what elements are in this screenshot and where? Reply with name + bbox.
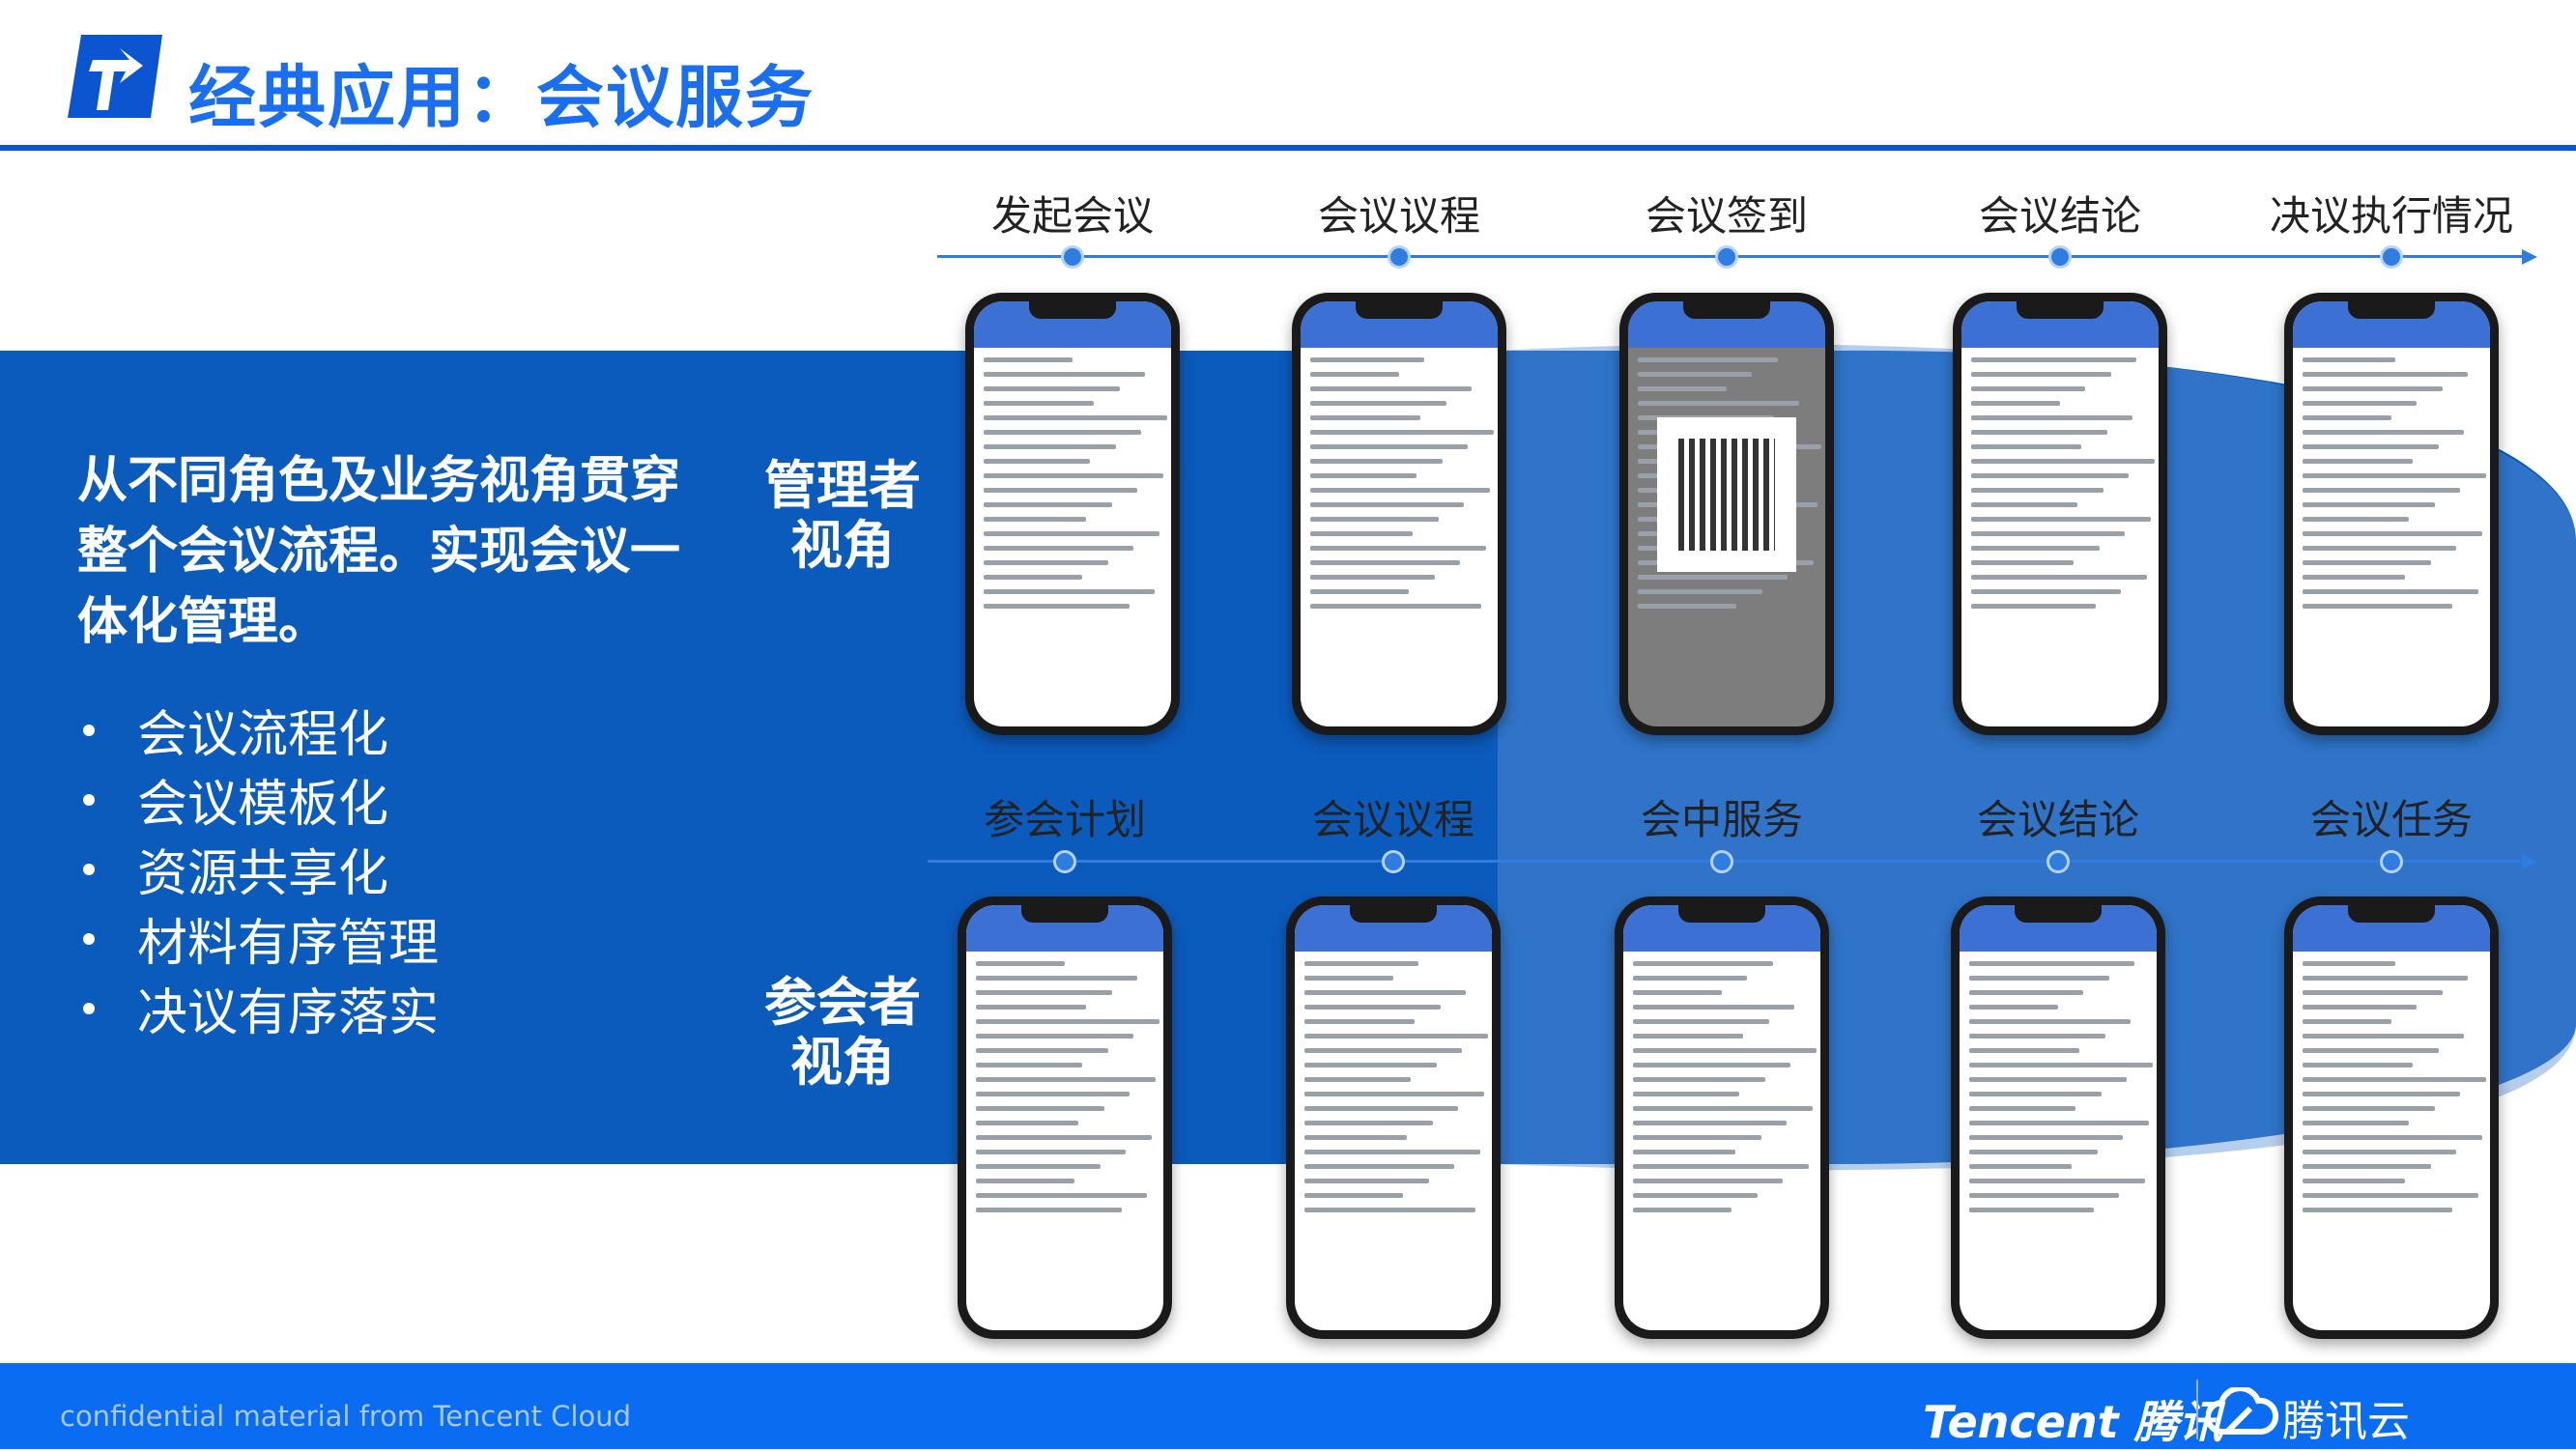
bullet-dot-icon: [83, 932, 95, 945]
attendee-timeline-dot: [1053, 850, 1076, 873]
manager-timeline-dot: [2380, 245, 2403, 269]
tencent-cloud-label: 腾讯云: [2282, 1397, 2410, 1446]
attendee-step-label: 会议结论: [1976, 796, 2140, 843]
manager-timeline-dot: [2048, 245, 2072, 269]
attendee-phone-screenshot: [2284, 896, 2499, 1339]
bullet-item: 资源共享化: [83, 833, 388, 905]
manager-timeline-dot: [1388, 245, 1411, 269]
attendee-phone-screenshot: [1615, 896, 1829, 1339]
footer-bar: [0, 1363, 2576, 1449]
title-divider: [0, 145, 2576, 151]
bullet-item: 会议模板化: [83, 763, 388, 836]
tencent-t-logo-icon: [68, 35, 162, 118]
attendee-phone-screenshot: [1951, 896, 2165, 1339]
manager-timeline-arrow-icon: [2522, 249, 2537, 265]
attendee-step-label: 会议议程: [1311, 796, 1475, 843]
logo-divider: [2196, 1380, 2198, 1439]
attendee-step-label: 会中服务: [1640, 796, 1804, 843]
bullet-dot-icon: [83, 1002, 95, 1014]
manager-step-label: 会议议程: [1317, 192, 1481, 240]
attendee-timeline-dot: [1710, 850, 1733, 873]
intro-text: 从不同角色及业务视角贯穿整个会议流程。实现会议一体化管理。: [77, 452, 681, 651]
manager-phone-screenshot: [1953, 293, 2167, 735]
attendee-phone-screenshot: [958, 896, 1172, 1339]
manager-step-label: 决议执行情况: [2269, 192, 2514, 240]
manager-role-label: 管理者 视角: [764, 455, 921, 576]
attendee-phone-screenshot: [1286, 896, 1501, 1339]
manager-phone-screenshot: [965, 293, 1180, 735]
attendee-role-label: 参会者 视角: [764, 972, 921, 1093]
manager-step-label: 会议签到: [1645, 192, 1809, 240]
bullet-dot-icon: [83, 724, 95, 736]
manager-phone-screenshot: [2284, 293, 2499, 735]
confidential-note: confidential material from Tencent Cloud: [60, 1400, 632, 1433]
page-title: 经典应用：会议服务: [188, 58, 815, 137]
attendee-timeline-arrow-icon: [2522, 854, 2537, 869]
manager-step-label: 会议结论: [1978, 192, 2142, 240]
manager-timeline-dot: [1715, 245, 1738, 269]
manager-phone-screenshot: [1619, 293, 1834, 735]
attendee-timeline-dot: [1382, 850, 1405, 873]
attendee-timeline-dot: [2046, 850, 2070, 873]
manager-phone-screenshot: [1292, 293, 1506, 735]
bullet-item: 决议有序落实: [83, 972, 439, 1044]
tencent-logo: Tencent 腾讯: [1923, 1396, 2223, 1448]
manager-timeline-dot: [1061, 245, 1084, 269]
bullet-dot-icon: [83, 863, 95, 875]
qr-code-icon: [1657, 417, 1796, 572]
manager-step-label: 发起会议: [990, 192, 1155, 240]
bullet-dot-icon: [83, 793, 95, 806]
attendee-step-label: 会议任务: [2309, 796, 2474, 843]
tencent-cloud-icon: [2206, 1387, 2279, 1436]
attendee-timeline-dot: [2380, 850, 2403, 873]
bullet-item: 会议流程化: [83, 694, 388, 766]
bullet-item: 材料有序管理: [83, 902, 439, 975]
attendee-step-label: 参会计划: [983, 796, 1147, 843]
